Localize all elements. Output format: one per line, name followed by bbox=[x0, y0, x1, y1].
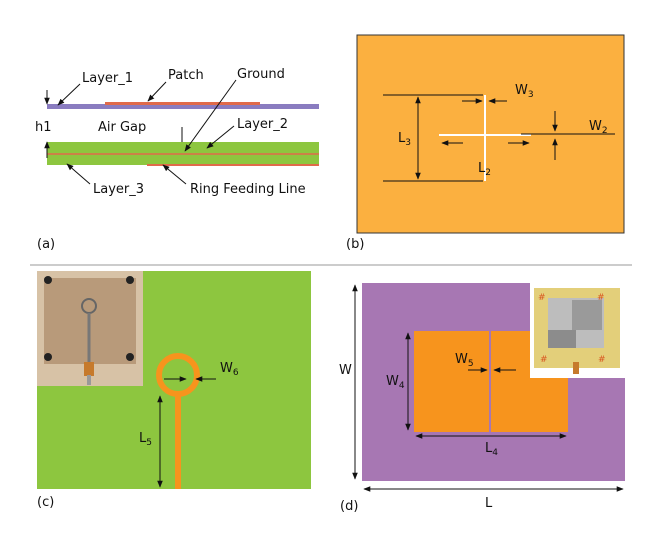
panel-b: L3 W3 L2 W2 (b) bbox=[346, 34, 625, 252]
w2-label: W2 bbox=[589, 119, 608, 136]
layer-3-leader bbox=[66, 163, 91, 185]
caption-b: (b) bbox=[346, 237, 364, 252]
svg-text:#: # bbox=[597, 293, 605, 303]
w6-label: W6 bbox=[220, 361, 239, 378]
l4-label: L4 bbox=[485, 441, 498, 458]
caption-c: (c) bbox=[37, 495, 54, 510]
patch-label: Patch bbox=[168, 68, 204, 83]
caption-d: (d) bbox=[340, 499, 358, 514]
ring-feeding-line-label: Ring Feeding Line bbox=[190, 182, 306, 197]
layer-2-leader bbox=[206, 125, 235, 149]
panel-a: Layer_1 Patch Ground h1 Air Gap Layer_2 … bbox=[35, 67, 319, 252]
air-gap-label: Air Gap bbox=[98, 120, 146, 135]
ring-feeding-leader bbox=[162, 164, 187, 185]
h1-label: h1 bbox=[35, 120, 52, 135]
layer-3-label: Layer_3 bbox=[93, 182, 144, 197]
svg-text:#: # bbox=[598, 355, 606, 365]
layer-1-label: Layer_1 bbox=[82, 71, 133, 86]
w5-label: W5 bbox=[455, 352, 474, 369]
layer-1-strip bbox=[47, 104, 319, 109]
svg-text:#: # bbox=[538, 293, 546, 303]
w3-label: W3 bbox=[515, 83, 534, 100]
w4-label: W4 bbox=[386, 374, 405, 391]
ground-leader bbox=[184, 79, 237, 152]
l3-label: L3 bbox=[398, 131, 411, 148]
panel-d: # # # # W L W4 W5 L4 (d) bbox=[339, 283, 625, 514]
svg-text:#: # bbox=[540, 355, 548, 365]
l-label: L bbox=[485, 496, 493, 511]
ground-label: Ground bbox=[237, 67, 285, 82]
l2-label: L2 bbox=[478, 161, 491, 178]
patch-leader bbox=[147, 81, 167, 102]
caption-a: (a) bbox=[37, 237, 55, 252]
patch-strip bbox=[105, 102, 260, 105]
layer-2-label: Layer_2 bbox=[237, 117, 288, 132]
l5-label: L5 bbox=[139, 431, 152, 448]
prototype-photo-d: # # # # bbox=[530, 283, 625, 378]
panel-c: W6 L5 (c) bbox=[37, 271, 311, 510]
w-label: W bbox=[339, 363, 352, 378]
prototype-photo-c bbox=[37, 271, 143, 386]
layer-1-leader bbox=[57, 83, 81, 106]
